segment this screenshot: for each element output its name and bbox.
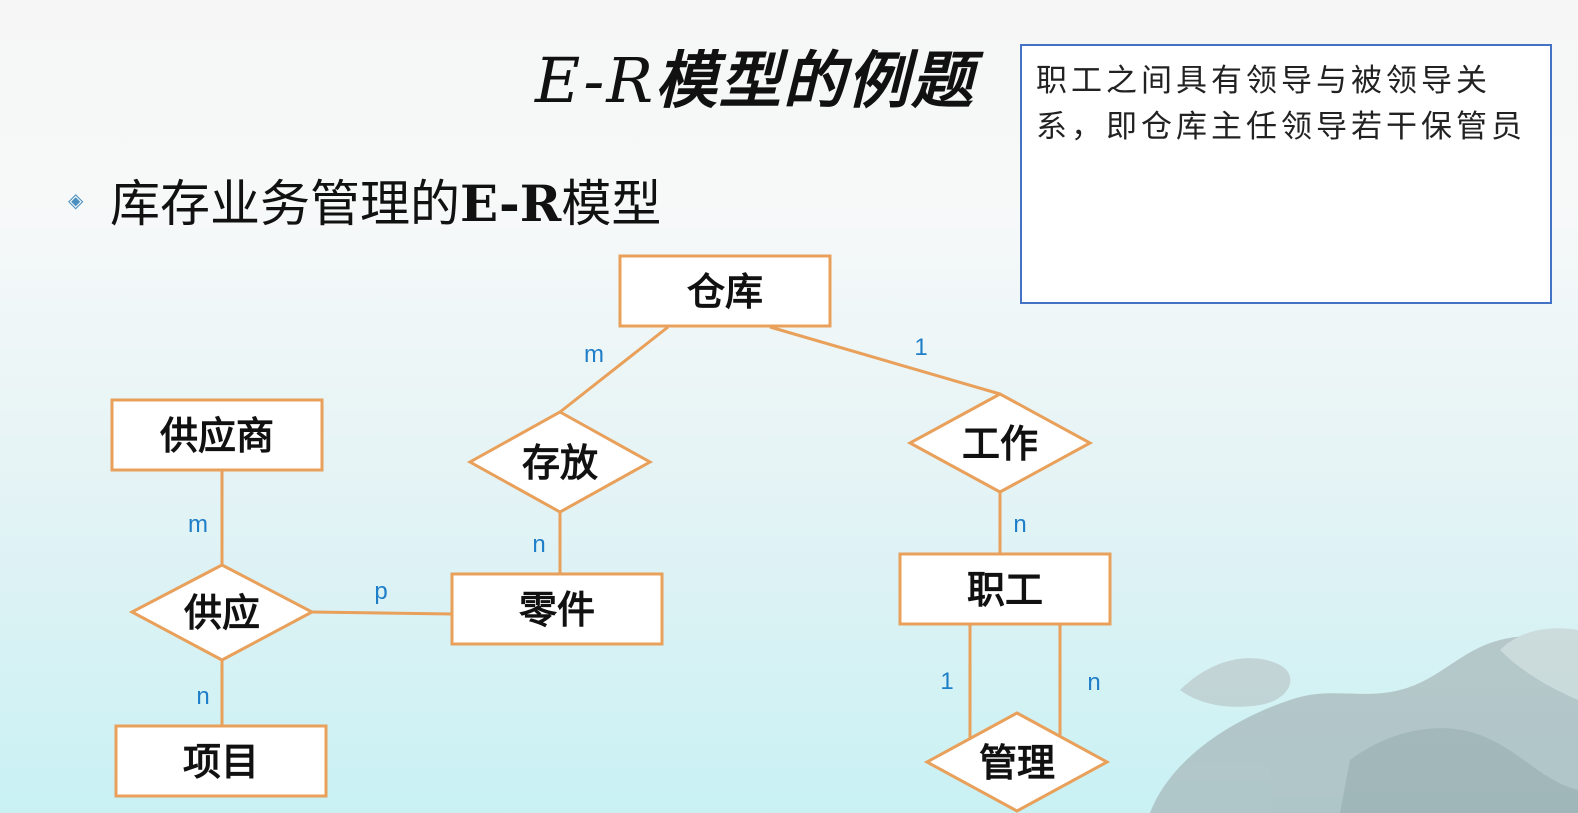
edge-supply-part: [311, 610, 453, 616]
cardinality-store-part: n: [532, 531, 545, 558]
entity-project[interactable]: 项目: [114, 724, 328, 798]
diamond-bullet-icon: ◈: [68, 188, 84, 212]
relationship-manage[interactable]: 管理: [923, 711, 1111, 813]
cardinality-employee-manage-left: 1: [940, 668, 953, 695]
cardinality-supply-project: n: [196, 683, 209, 710]
note-text: 职工之间具有领导与被领导关系，即仓库主任领导若干保管员: [1036, 63, 1526, 145]
relationship-supply-label: 供应: [184, 591, 260, 635]
cardinality-employee-manage-right: n: [1087, 669, 1100, 696]
relationship-manage-label: 管理: [979, 741, 1055, 785]
relationship-work-label: 工作: [962, 422, 1038, 466]
bullet-text-part2: 模型: [561, 175, 662, 233]
dragon-watermark-image: [1150, 628, 1578, 813]
entity-warehouse[interactable]: 仓库: [618, 254, 832, 328]
entity-part[interactable]: 零件: [450, 572, 664, 646]
cardinality-warehouse-work: 1: [914, 334, 927, 361]
entity-employee-label: 职工: [967, 568, 1043, 612]
cardinality-work-employee: n: [1013, 511, 1026, 538]
entity-warehouse-label: 仓库: [687, 270, 763, 314]
bullet-text-part1: 库存业务管理的: [110, 175, 460, 233]
entity-project-label: 项目: [183, 740, 259, 784]
note-textbox[interactable]: 职工之间具有领导与被领导关系，即仓库主任领导若干保管员: [1020, 44, 1552, 304]
entity-part-label: 零件: [519, 588, 595, 632]
slide-title-latin: E-R: [535, 44, 656, 117]
bullet-text: 库存业务管理的E-R模型: [110, 174, 662, 233]
cardinality-supplier-supply: m: [188, 511, 208, 538]
relationship-store-label: 存放: [522, 441, 598, 485]
entity-supplier-label: 供应商: [160, 414, 274, 458]
entity-employee[interactable]: 职工: [898, 552, 1112, 626]
slide-title: E-R模型的例题: [535, 30, 975, 120]
relationship-store[interactable]: 存放: [466, 410, 654, 514]
cardinality-supply-part: p: [374, 578, 387, 605]
edge-warehouse-work: [769, 325, 1001, 396]
bullet-item: ◈ 库存业务管理的E-R模型: [68, 164, 661, 236]
relationship-supply[interactable]: 供应: [128, 563, 316, 662]
entity-supplier[interactable]: 供应商: [110, 398, 324, 472]
edge-warehouse-store: [559, 325, 669, 414]
slide-title-cjk: 模型的例题: [655, 44, 976, 117]
bullet-text-bold: E-R: [460, 174, 562, 233]
cardinality-warehouse-store: m: [584, 341, 604, 368]
relationship-work[interactable]: 工作: [906, 392, 1094, 494]
